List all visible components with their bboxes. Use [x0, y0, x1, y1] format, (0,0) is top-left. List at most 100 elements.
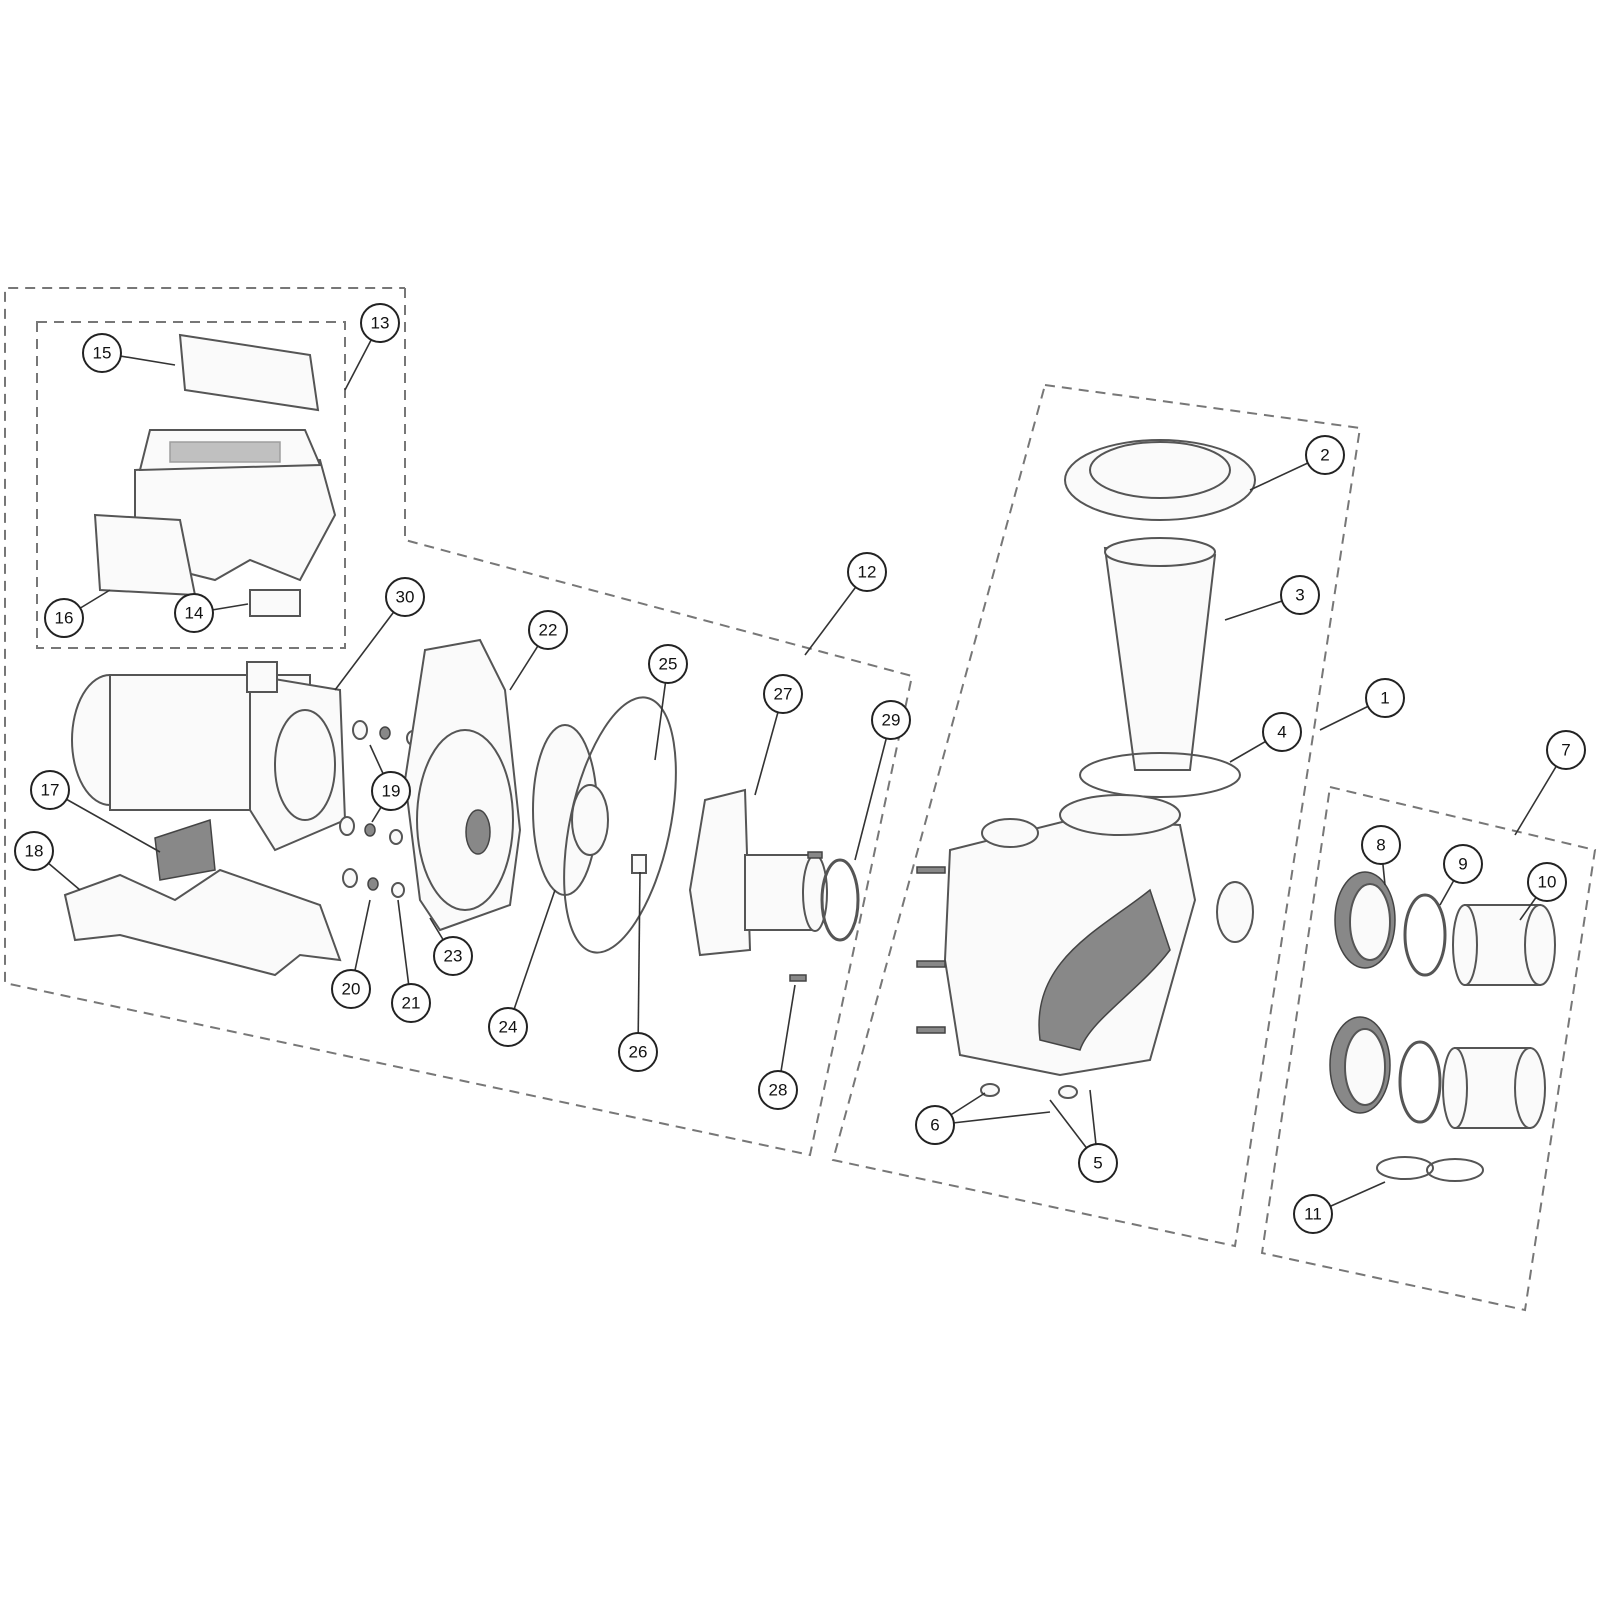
callout-3: 3 [1280, 575, 1320, 615]
callout-11: 11 [1293, 1194, 1333, 1234]
o-ring-4 [1079, 752, 1241, 798]
callout-10: 10 [1527, 862, 1567, 902]
callout-5: 5 [1078, 1143, 1118, 1183]
callout-15: 15 [82, 333, 122, 373]
callout-circle [331, 969, 371, 1009]
seal-plate-22 [403, 638, 522, 932]
callout-label: 14 [185, 604, 204, 623]
callout-6: 6 [915, 1105, 955, 1145]
callout-13: 13 [360, 303, 400, 343]
callout-circle [847, 552, 887, 592]
callout-22: 22 [528, 610, 568, 650]
callout-16: 16 [44, 598, 84, 638]
callout-circle [488, 1007, 528, 1047]
pin-28 [789, 974, 807, 982]
callout-25: 25 [648, 644, 688, 684]
callout-label: 30 [396, 588, 415, 607]
callout-label: 13 [371, 314, 390, 333]
callout-12: 12 [847, 552, 887, 592]
callout-20: 20 [331, 969, 371, 1009]
callout-circle [1443, 844, 1483, 884]
callout-circle [391, 983, 431, 1023]
callout-9: 9 [1443, 844, 1483, 884]
callout-circle [14, 831, 54, 871]
callout-label: 3 [1295, 586, 1304, 605]
drive-cover-15 [178, 333, 320, 412]
callout-label: 18 [25, 842, 44, 861]
callout-4: 4 [1262, 712, 1302, 752]
group-box-drive-13 [36, 321, 346, 649]
callout-17: 17 [30, 770, 70, 810]
callout-label: 24 [499, 1018, 518, 1037]
callout-circle [1546, 730, 1586, 770]
motor-bracket-17 [154, 818, 216, 881]
diffuser-27 [688, 788, 752, 957]
callouts: 1234567891011121314151617181920212223242… [14, 303, 1586, 1234]
callout-circle [1078, 1143, 1118, 1183]
gasket-14 [249, 589, 301, 617]
callout-29: 29 [871, 700, 911, 740]
callout-1: 1 [1365, 678, 1405, 718]
callout-circle [433, 936, 473, 976]
callout-label: 20 [342, 980, 361, 999]
callout-label: 1 [1380, 689, 1389, 708]
callout-label: 23 [444, 947, 463, 966]
callout-18: 18 [14, 831, 54, 871]
screw-26 [631, 854, 647, 874]
callout-label: 7 [1561, 741, 1570, 760]
o-ring-25 [563, 696, 677, 954]
callout-label: 26 [629, 1043, 648, 1062]
callout-circle [174, 593, 214, 633]
group-box-motor-assembly [4, 287, 914, 1157]
leader-line-29 [854, 719, 892, 861]
callout-circle [1280, 575, 1320, 615]
callout-circle [1305, 435, 1345, 475]
callout-circle [871, 700, 911, 740]
callout-label: 22 [539, 621, 558, 640]
callout-label: 25 [659, 655, 678, 674]
callout-circle [1365, 678, 1405, 718]
callout-circle [44, 598, 84, 638]
callout-27: 27 [763, 674, 803, 714]
callout-label: 16 [55, 609, 74, 628]
callout-circle [648, 644, 688, 684]
leader-line-17 [49, 789, 161, 853]
callout-label: 19 [382, 782, 401, 801]
callout-28: 28 [758, 1070, 798, 1110]
callout-label: 4 [1277, 723, 1286, 742]
callout-label: 9 [1458, 855, 1467, 874]
callout-label: 17 [41, 781, 60, 800]
fasteners [339, 720, 420, 898]
callout-label: 8 [1376, 836, 1385, 855]
lid-2 [1064, 439, 1256, 521]
callout-label: 21 [402, 994, 421, 1013]
callout-8: 8 [1361, 825, 1401, 865]
callout-label: 2 [1320, 446, 1329, 465]
callout-circle [915, 1105, 955, 1145]
leader-line-26 [637, 871, 641, 1053]
leader-line-24 [507, 889, 556, 1028]
callout-23: 23 [433, 936, 473, 976]
o-ring-29 [820, 858, 860, 942]
callout-label: 10 [1538, 873, 1557, 892]
impeller-hub [571, 784, 609, 856]
motor-base-18 [63, 868, 342, 977]
callout-circle [618, 1032, 658, 1072]
callout-30: 30 [385, 577, 425, 617]
callout-label: 15 [93, 344, 112, 363]
callout-circle [1527, 862, 1567, 902]
callout-label: 6 [930, 1116, 939, 1135]
callout-circle [758, 1070, 798, 1110]
callout-circle [1293, 1194, 1333, 1234]
callout-circle [528, 610, 568, 650]
callout-label: 12 [858, 563, 877, 582]
group-box-housing-1 [831, 383, 1362, 1248]
callout-2: 2 [1305, 435, 1345, 475]
callout-circle [1361, 825, 1401, 865]
callout-circle [1262, 712, 1302, 752]
callout-label: 27 [774, 685, 793, 704]
drive-keypad [169, 441, 281, 463]
callout-circle [30, 770, 70, 810]
drive-wiring-box-16 [93, 513, 197, 597]
